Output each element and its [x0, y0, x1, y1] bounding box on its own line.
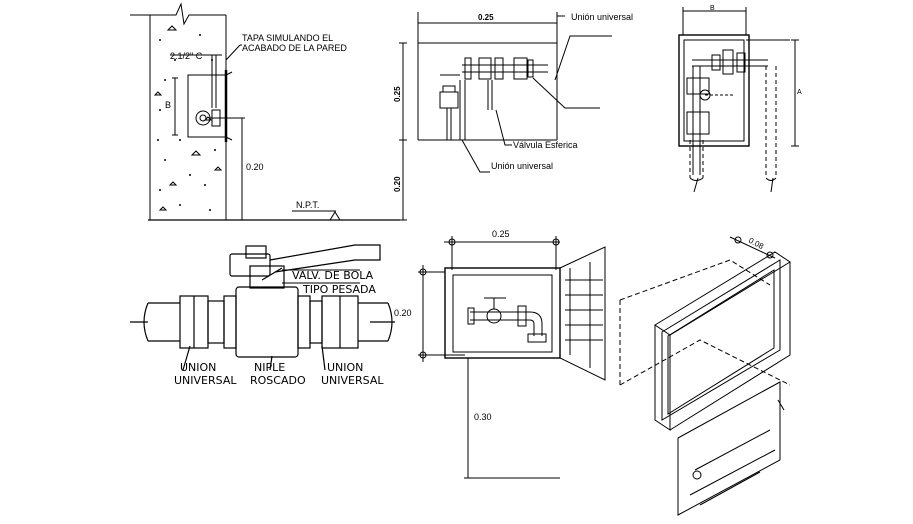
npt-label: N.P.T. — [296, 200, 319, 210]
union-left-2: UNIVERSAL — [174, 374, 237, 387]
front-dim-a: A — [797, 89, 802, 96]
valve-label-1: VALV. DE BOLA — [292, 269, 374, 282]
tapa-label-2: ACABADO DE LA PARED — [242, 43, 347, 53]
union-right-2: UNIVERSAL — [321, 374, 384, 387]
wall-section — [130, 2, 400, 221]
front-dim-b: B — [710, 5, 715, 12]
valve-label-2: TIPO PESADA — [302, 283, 376, 296]
elev-dim-height: 0.25 — [393, 86, 402, 102]
tapa-label-1: TAPA SIMULANDO EL — [242, 33, 333, 43]
union-right-1: UNION — [327, 361, 363, 374]
plan-floor-height: 0.30 — [474, 412, 492, 422]
elevation-view — [399, 12, 612, 221]
niple-2: ROSCADO — [250, 374, 306, 387]
elev-valve: Válvula Esferica — [513, 140, 578, 150]
elev-union-top: Unión universal — [571, 12, 633, 22]
elev-dim-width: 0.25 — [478, 13, 494, 22]
box-plan — [418, 236, 606, 479]
iso-view — [619, 236, 791, 516]
front-view — [678, 7, 799, 193]
section-dim-b: B — [165, 100, 171, 110]
plan-dim-width: 0.25 — [492, 229, 510, 239]
elev-union-bottom: Unión universal — [491, 161, 553, 171]
valve-detail — [130, 244, 395, 371]
plan-dim-height: 0.20 — [394, 308, 412, 318]
niple-1: NIPLE — [254, 361, 285, 374]
elev-floor-height: 0.20 — [393, 176, 402, 192]
section-dim-height: 0.20 — [246, 162, 264, 172]
union-left-1: UNION — [180, 361, 216, 374]
section-dim-small: 2.1/2" C — [170, 51, 203, 61]
